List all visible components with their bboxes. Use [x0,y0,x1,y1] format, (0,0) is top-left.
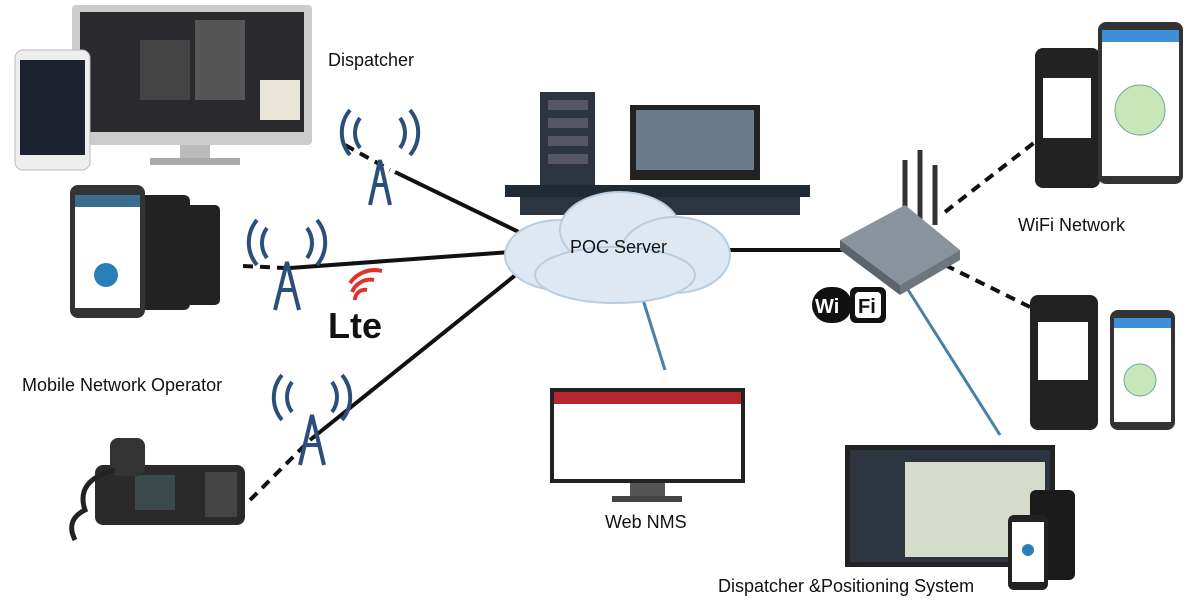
label-dispatcher: Dispatcher [328,50,415,70]
tower-icon [246,218,328,311]
link-router-dispatcher-system [903,284,1002,436]
blue-links [638,284,1002,436]
svg-text:Wi: Wi [815,296,839,318]
link-mobile-dashed [242,264,286,270]
cloud-icon [504,191,731,304]
link-router-wifi-phone2 [944,263,1031,309]
poc-server-hardware [505,92,810,215]
link-router-wifi-phone1 [943,140,1037,214]
lte-logo: Lte [328,268,383,346]
link-tower1-cloud [394,170,526,237]
wifi-devices-top [1035,22,1183,188]
link-tower3-cloud [308,263,530,442]
tower-icon [271,373,353,466]
label-web-nms: Web NMS [605,512,687,532]
wifi-devices-bottom [1030,295,1175,430]
wifi-router [840,150,960,295]
vehicle-radio [69,438,245,542]
label-poc-server: POC Server [570,237,668,257]
svg-text:Lte: Lte [328,305,382,346]
svg-text:Fi: Fi [858,296,876,318]
link-cloud-webnms [638,289,667,371]
tower-icon [339,108,421,206]
label-wifi-network: WiFi Network [1018,215,1125,235]
dispatcher-monitor [14,5,312,171]
label-dispatcher-positioning: Dispatcher &Positioning System [718,576,975,596]
dispatcher-positioning-devices [845,445,1075,590]
wifi-logo: Wi Fi [812,287,886,323]
mobile-phones [70,185,220,318]
web-nms-monitor [550,388,745,502]
label-mobile-network-operator: Mobile Network Operator [22,375,223,395]
link-tower2-cloud [289,250,511,270]
link-radio-dashed [248,443,307,502]
